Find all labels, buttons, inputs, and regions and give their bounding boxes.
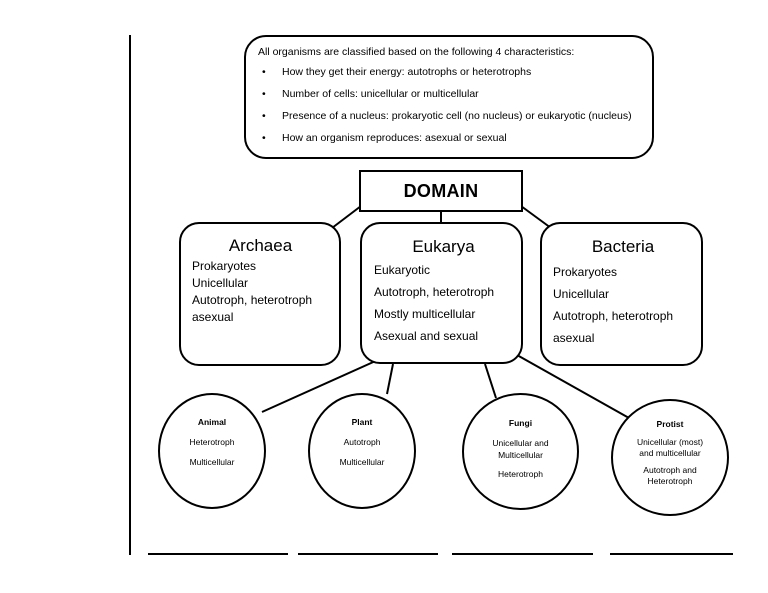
protist-title: Protist	[656, 419, 684, 429]
info-intro: All organisms are classified based on th…	[258, 46, 575, 58]
classification-info-box: All organisms are classified based on th…	[244, 35, 654, 159]
bacteria-energy: Autotroph, heterotroph	[553, 309, 674, 323]
kingdom-animal-circle: Animal Heterotroph Multicellular	[158, 393, 266, 509]
fungi-cell-count-line-1: Unicellular and	[492, 438, 549, 448]
fungi-energy: Heterotroph	[498, 469, 543, 479]
fungi-cell-count-line-2: Multicellular	[498, 450, 543, 460]
characteristics-list: How they get their energy: autotrophs or…	[258, 66, 652, 144]
animal-title: Animal	[197, 417, 227, 427]
characteristic-reproduction: How an organism reproduces: asexual or s…	[258, 132, 652, 144]
domain-archaea-box: Archaea Prokaryotes Unicellular Autotrop…	[179, 222, 341, 366]
eukarya-cell-count: Mostly multicellular	[374, 307, 476, 321]
archaea-energy: Autotroph, heterotroph	[192, 293, 313, 307]
bacteria-reproduction: asexual	[553, 331, 595, 345]
protist-cell-count-line-1: Unicellular (most)	[636, 437, 704, 447]
archaea-title: Archaea	[228, 236, 293, 255]
characteristic-energy: How they get their energy: autotrophs or…	[258, 66, 652, 78]
connector-domain-archaea	[331, 205, 362, 229]
plant-title: Plant	[351, 417, 373, 427]
kingdom-fungi-circle: Fungi Unicellular and Multicellular Hete…	[462, 393, 579, 510]
answer-blank-2[interactable]	[298, 553, 438, 555]
archaea-reproduction: asexual	[192, 310, 234, 324]
characteristic-nucleus: Presence of a nucleus: prokaryotic cell …	[258, 110, 652, 122]
domain-bacteria-box: Bacteria Prokaryotes Unicellular Autotro…	[540, 222, 703, 366]
animal-energy: Heterotroph	[189, 437, 235, 447]
plant-energy: Autotroph	[343, 437, 381, 447]
archaea-cell-count: Unicellular	[192, 276, 249, 290]
archaea-cell-type: Prokaryotes	[192, 259, 257, 273]
connector-eukarya-animal	[261, 358, 381, 413]
eukarya-reproduction: Asexual and sexual	[374, 329, 479, 343]
plant-cell-count: Multicellular	[339, 457, 385, 467]
protist-cell-count-line-2: and multicellular	[639, 448, 701, 458]
protist-energy-line-2: Heterotroph	[647, 476, 693, 486]
connector-domain-bacteria	[520, 205, 552, 229]
connector-eukarya-fungi	[484, 363, 497, 399]
kingdom-protist-circle: Protist Unicellular (most) and multicell…	[611, 399, 729, 516]
eukarya-energy: Autotroph, heterotroph	[374, 285, 495, 299]
answer-blank-4[interactable]	[610, 553, 733, 555]
eukarya-cell-type: Eukaryotic	[374, 263, 431, 277]
answer-blank-1[interactable]	[148, 553, 288, 555]
connector-eukarya-protist	[516, 354, 630, 419]
fungi-title: Fungi	[508, 418, 533, 428]
eukarya-title: Eukarya	[412, 237, 475, 256]
kingdom-plant-circle: Plant Autotroph Multicellular	[308, 393, 416, 509]
bacteria-cell-count: Unicellular	[553, 287, 610, 301]
bacteria-title: Bacteria	[591, 237, 655, 256]
left-margin-line	[129, 35, 131, 555]
characteristic-cells: Number of cells: unicellular or multicel…	[258, 88, 652, 100]
domain-eukarya-box: Eukarya Eukaryotic Autotroph, heterotrop…	[360, 222, 523, 364]
connector-eukarya-plant	[386, 363, 394, 395]
animal-cell-count: Multicellular	[189, 457, 235, 467]
answer-blank-3[interactable]	[452, 553, 593, 555]
protist-energy-line-1: Autotroph and	[643, 465, 697, 475]
domain-box: DOMAIN	[359, 170, 523, 212]
bacteria-cell-type: Prokaryotes	[553, 265, 618, 279]
